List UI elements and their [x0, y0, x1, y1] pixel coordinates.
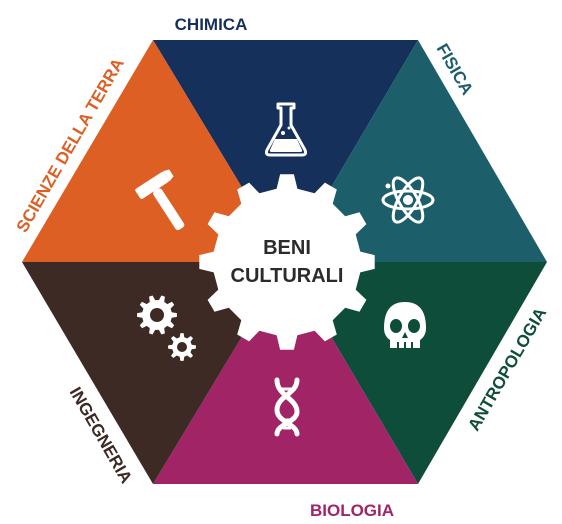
- flask-icon: [264, 102, 308, 157]
- hammer-icon: [135, 169, 185, 231]
- gear-icon: [137, 295, 177, 335]
- gear-small-icon: [168, 333, 196, 361]
- segment-antropologia: [287, 262, 547, 484]
- center-label-line1: BENI: [263, 237, 311, 259]
- segment-scienze-terra: [22, 40, 287, 262]
- center-gear-badge: [199, 174, 375, 350]
- segment-biologia: [153, 262, 418, 484]
- dna-icon: [274, 377, 300, 437]
- segment-fisica: [287, 40, 547, 262]
- label-chimica: CHIMICA: [175, 15, 248, 34]
- segment-ingegneria: [22, 262, 287, 484]
- label-biologia: BIOLOGIA: [310, 501, 394, 520]
- center-label-line2: CULTURALI: [231, 265, 344, 287]
- skull-icon: [384, 302, 426, 348]
